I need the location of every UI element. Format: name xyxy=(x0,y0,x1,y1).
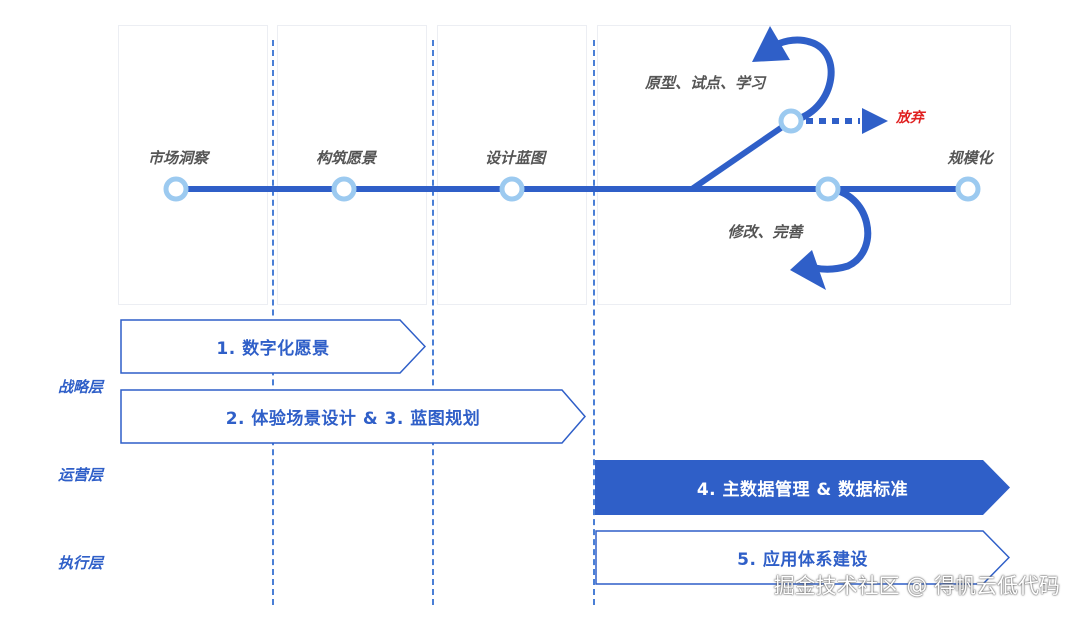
abandon-label: 放弃 xyxy=(896,110,924,126)
phase-arrow-1: 1. 数字化愿景 xyxy=(120,319,426,374)
phase-label-2: 2. 体验场景设计 & 3. 蓝图规划 xyxy=(225,409,481,429)
branch-node xyxy=(778,108,804,134)
phase-label-4: 4. 主数据管理 & 数据标准 xyxy=(696,480,909,500)
journey-node-4 xyxy=(955,176,981,202)
branch-line xyxy=(690,118,793,192)
watermark: 掘金技术社区 @ 得帆云低代码 xyxy=(773,574,1060,598)
stage-panel-1 xyxy=(118,25,268,305)
refine-loop-curve xyxy=(814,185,872,273)
phase-arrow-5: 5. 应用体系建设 xyxy=(595,530,1010,585)
node-label-blueprint: 设计蓝图 xyxy=(484,149,546,167)
journey-node-1 xyxy=(163,176,189,202)
phase-label-1: 1. 数字化愿景 xyxy=(216,339,330,359)
refine-node xyxy=(815,176,841,202)
phase-arrow-4: 4. 主数据管理 & 数据标准 xyxy=(595,460,1010,515)
node-label-scale: 规模化 xyxy=(947,149,993,167)
learning-loop-arrowhead xyxy=(752,26,790,62)
loop-label-prototype: 原型、试点、学习 xyxy=(644,74,766,92)
layer-label-execution: 执行层 xyxy=(58,554,104,572)
loop-label-refine: 修改、完善 xyxy=(727,223,803,241)
node-label-market-insight: 市场洞察 xyxy=(147,149,209,167)
stage-panel-3 xyxy=(437,25,587,305)
phase-label-5: 5. 应用体系建设 xyxy=(737,550,868,570)
node-label-vision: 构筑愿景 xyxy=(315,149,377,167)
abandon-arrowhead xyxy=(862,108,888,134)
layer-label-strategy: 战略层 xyxy=(58,378,104,396)
phase-arrow-2: 2. 体验场景设计 & 3. 蓝图规划 xyxy=(120,389,586,444)
journey-node-3 xyxy=(499,176,525,202)
refine-loop-arrowhead xyxy=(790,250,826,290)
separator-line-3 xyxy=(593,40,595,605)
separator-line-2 xyxy=(432,40,434,605)
journey-node-2 xyxy=(331,176,357,202)
layer-label-operations: 运营层 xyxy=(58,466,104,484)
learning-loop-curve xyxy=(768,36,835,125)
stage-panel-2 xyxy=(277,25,427,305)
